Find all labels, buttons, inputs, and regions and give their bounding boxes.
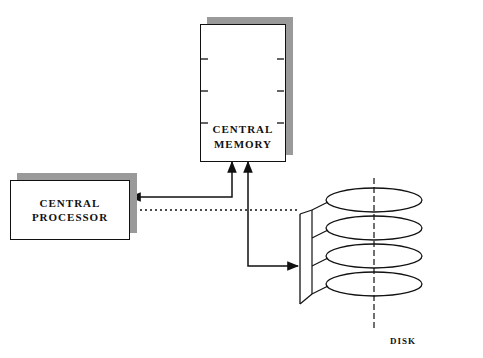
- memory-box: CENTRAL MEMORY: [200, 24, 286, 162]
- box-label: CENTRAL MEMORY: [205, 122, 281, 151]
- data-path: [130, 162, 232, 197]
- disk-label: DISK: [390, 336, 416, 348]
- disk-stack: DISK: [298, 178, 426, 354]
- box-label: CENTRAL PROCESSOR: [15, 196, 125, 225]
- disk-platters: [298, 178, 426, 354]
- data-path: [248, 162, 298, 266]
- processor-box: CENTRAL PROCESSOR: [10, 180, 130, 240]
- control-line: [130, 209, 298, 211]
